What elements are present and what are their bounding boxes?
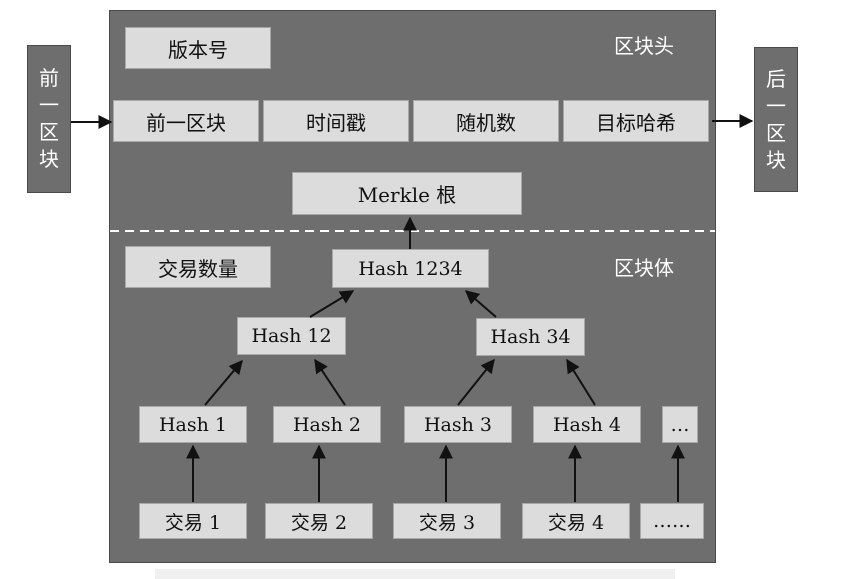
hash-4-box: Hash 4 — [533, 406, 641, 443]
block-header-label: 区块头 — [614, 34, 674, 58]
next-block-char: 块 — [766, 147, 786, 172]
next-block-char: 一 — [766, 93, 786, 118]
hash-12-box: Hash 12 — [237, 317, 346, 355]
transaction-2-box: 交易 2 — [265, 503, 373, 539]
previous-block-char: 区 — [39, 120, 59, 144]
version-box: 版本号 — [125, 27, 271, 69]
more-hashes-box: … — [662, 406, 698, 443]
tx-count-box: 交易数量 — [125, 246, 271, 288]
transaction-3-box: 交易 3 — [393, 503, 501, 539]
next-block: 后 一 区 块 — [754, 47, 798, 192]
prev-block-hash-box: 前一区块 — [113, 100, 259, 142]
caption-strip — [155, 569, 675, 579]
previous-block-char: 前 — [39, 66, 59, 90]
target-hash-box: 目标哈希 — [563, 100, 709, 142]
previous-block-char: 块 — [39, 147, 59, 171]
transaction-4-box: 交易 4 — [522, 503, 630, 539]
hash-1234-box: Hash 1234 — [332, 249, 489, 288]
nonce-box: 随机数 — [413, 100, 559, 142]
previous-block-char: 一 — [39, 93, 59, 117]
previous-block: 前 一 区 块 — [27, 45, 71, 193]
block-body-label: 区块体 — [614, 256, 674, 280]
hash-3-box: Hash 3 — [404, 406, 512, 443]
hash-34-box: Hash 34 — [476, 318, 585, 356]
next-block-char: 后 — [766, 66, 786, 91]
merkle-root-box: Merkle 根 — [292, 172, 522, 215]
hash-1-box: Hash 1 — [139, 406, 247, 443]
next-block-char: 区 — [766, 120, 786, 145]
hash-2-box: Hash 2 — [273, 406, 381, 443]
transaction-1-box: 交易 1 — [139, 503, 247, 539]
timestamp-box: 时间戳 — [263, 100, 409, 142]
more-transactions-box: …… — [640, 503, 704, 539]
